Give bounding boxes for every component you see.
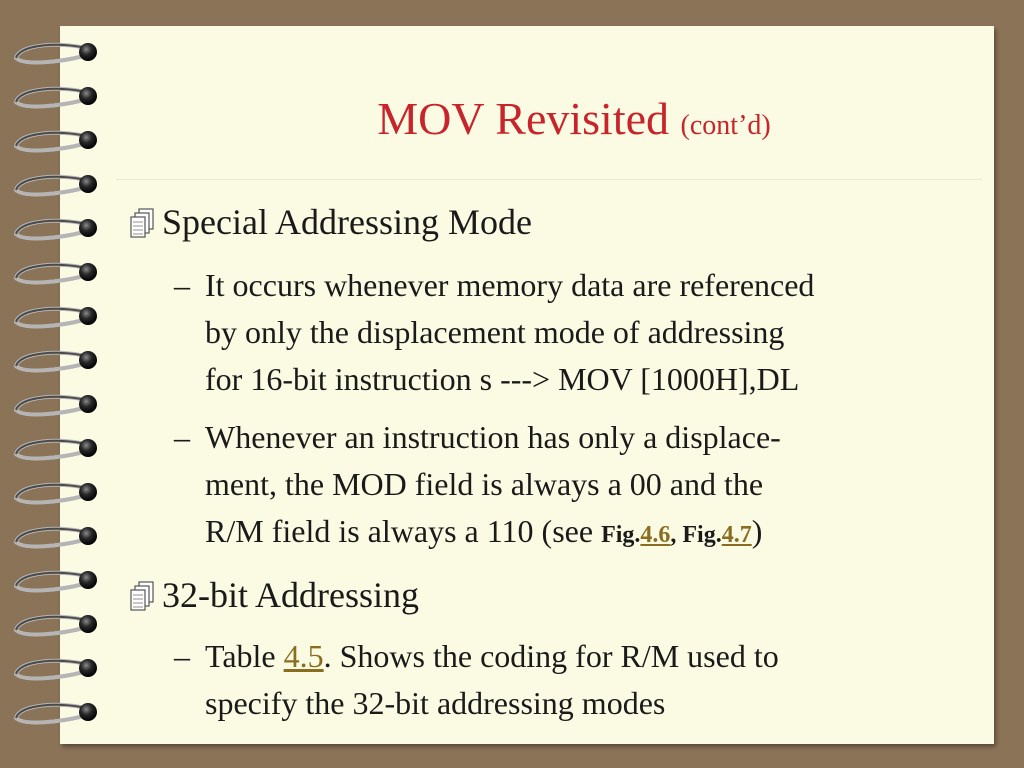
spiral-ring-icon [13, 306, 97, 329]
spiral-ring-icon [13, 394, 97, 417]
spiral-ring-icon [13, 42, 97, 65]
spiral-ring-icon [13, 482, 97, 505]
fig-label: Fig. [601, 522, 641, 548]
spiral-ring-icon [13, 262, 97, 285]
paper-page [60, 26, 994, 744]
fig-4-7-link[interactable]: 4.7 [721, 522, 752, 548]
bullet-text: Special Addressing Mode [162, 202, 532, 242]
notepad-bullet-icon [130, 208, 154, 238]
sub-line: ment, the MOD field is always a 00 and t… [205, 466, 764, 502]
fig-label: Fig. [682, 522, 722, 548]
sub-line: It occurs whenever memory data are refer… [205, 267, 815, 303]
table-4-5-link[interactable]: 4.5 [283, 638, 324, 674]
fig-4-6-link[interactable]: 4.6 [640, 522, 671, 548]
title-sub: (cont’d) [680, 110, 771, 141]
fig-separator: , [670, 522, 683, 548]
spiral-ring-icon [13, 438, 97, 461]
spiral-ring-icon [13, 526, 97, 549]
sub-line: for 16-bit instruction s ---> MOV [1000H… [205, 361, 800, 397]
spiral-ring-icon [13, 658, 97, 681]
line-suffix: . Shows the coding for R/M used to [323, 638, 779, 674]
line-suffix: ) [751, 513, 763, 549]
bullet-special-addressing: Special Addressing Mode [124, 201, 532, 243]
sub-line: Whenever an instruction has only a displ… [205, 419, 781, 455]
spiral-ring-icon [13, 570, 97, 593]
sub-line-with-table: Table 4.5. Shows the coding for R/M used… [174, 633, 974, 680]
line-prefix: Table [205, 638, 284, 674]
spiral-ring-icon [13, 350, 97, 373]
sub-line: by only the displacement mode of address… [205, 314, 785, 350]
notepad-bullet-icon [130, 581, 154, 611]
slide-title: MOV Revisited (cont’d) [0, 92, 1024, 153]
title-main: MOV Revisited [377, 93, 670, 144]
spiral-binding [13, 42, 97, 725]
spiral-ring-icon [13, 130, 97, 153]
title-divider [116, 179, 982, 180]
bullet-text: 32-bit Addressing [162, 575, 419, 615]
spiral-ring-icon [13, 614, 97, 637]
spiral-ring-icon [13, 174, 97, 197]
line-prefix: R/M field is always a 110 (see [205, 513, 602, 549]
bullet-32bit-addressing: 32-bit Addressing [124, 574, 419, 616]
sub-item-occurs: – It occurs whenever memory data are ref… [174, 262, 974, 403]
spiral-ring-icon [13, 218, 97, 241]
sub-item-whenever: – Whenever an instruction has only a dis… [174, 414, 974, 559]
sub-dash: – [174, 267, 190, 303]
spiral-ring-icon [13, 86, 97, 109]
sub-line: specify the 32-bit addressing modes [205, 685, 666, 721]
spiral-ring-icon [13, 702, 97, 725]
sub-dash: – [174, 419, 190, 455]
sub-item-table: – Table 4.5. Shows the coding for R/M us… [174, 633, 974, 727]
sub-dash: – [174, 638, 190, 674]
sub-line-with-figs: R/M field is always a 110 (see Fig.4.6, … [174, 508, 974, 559]
